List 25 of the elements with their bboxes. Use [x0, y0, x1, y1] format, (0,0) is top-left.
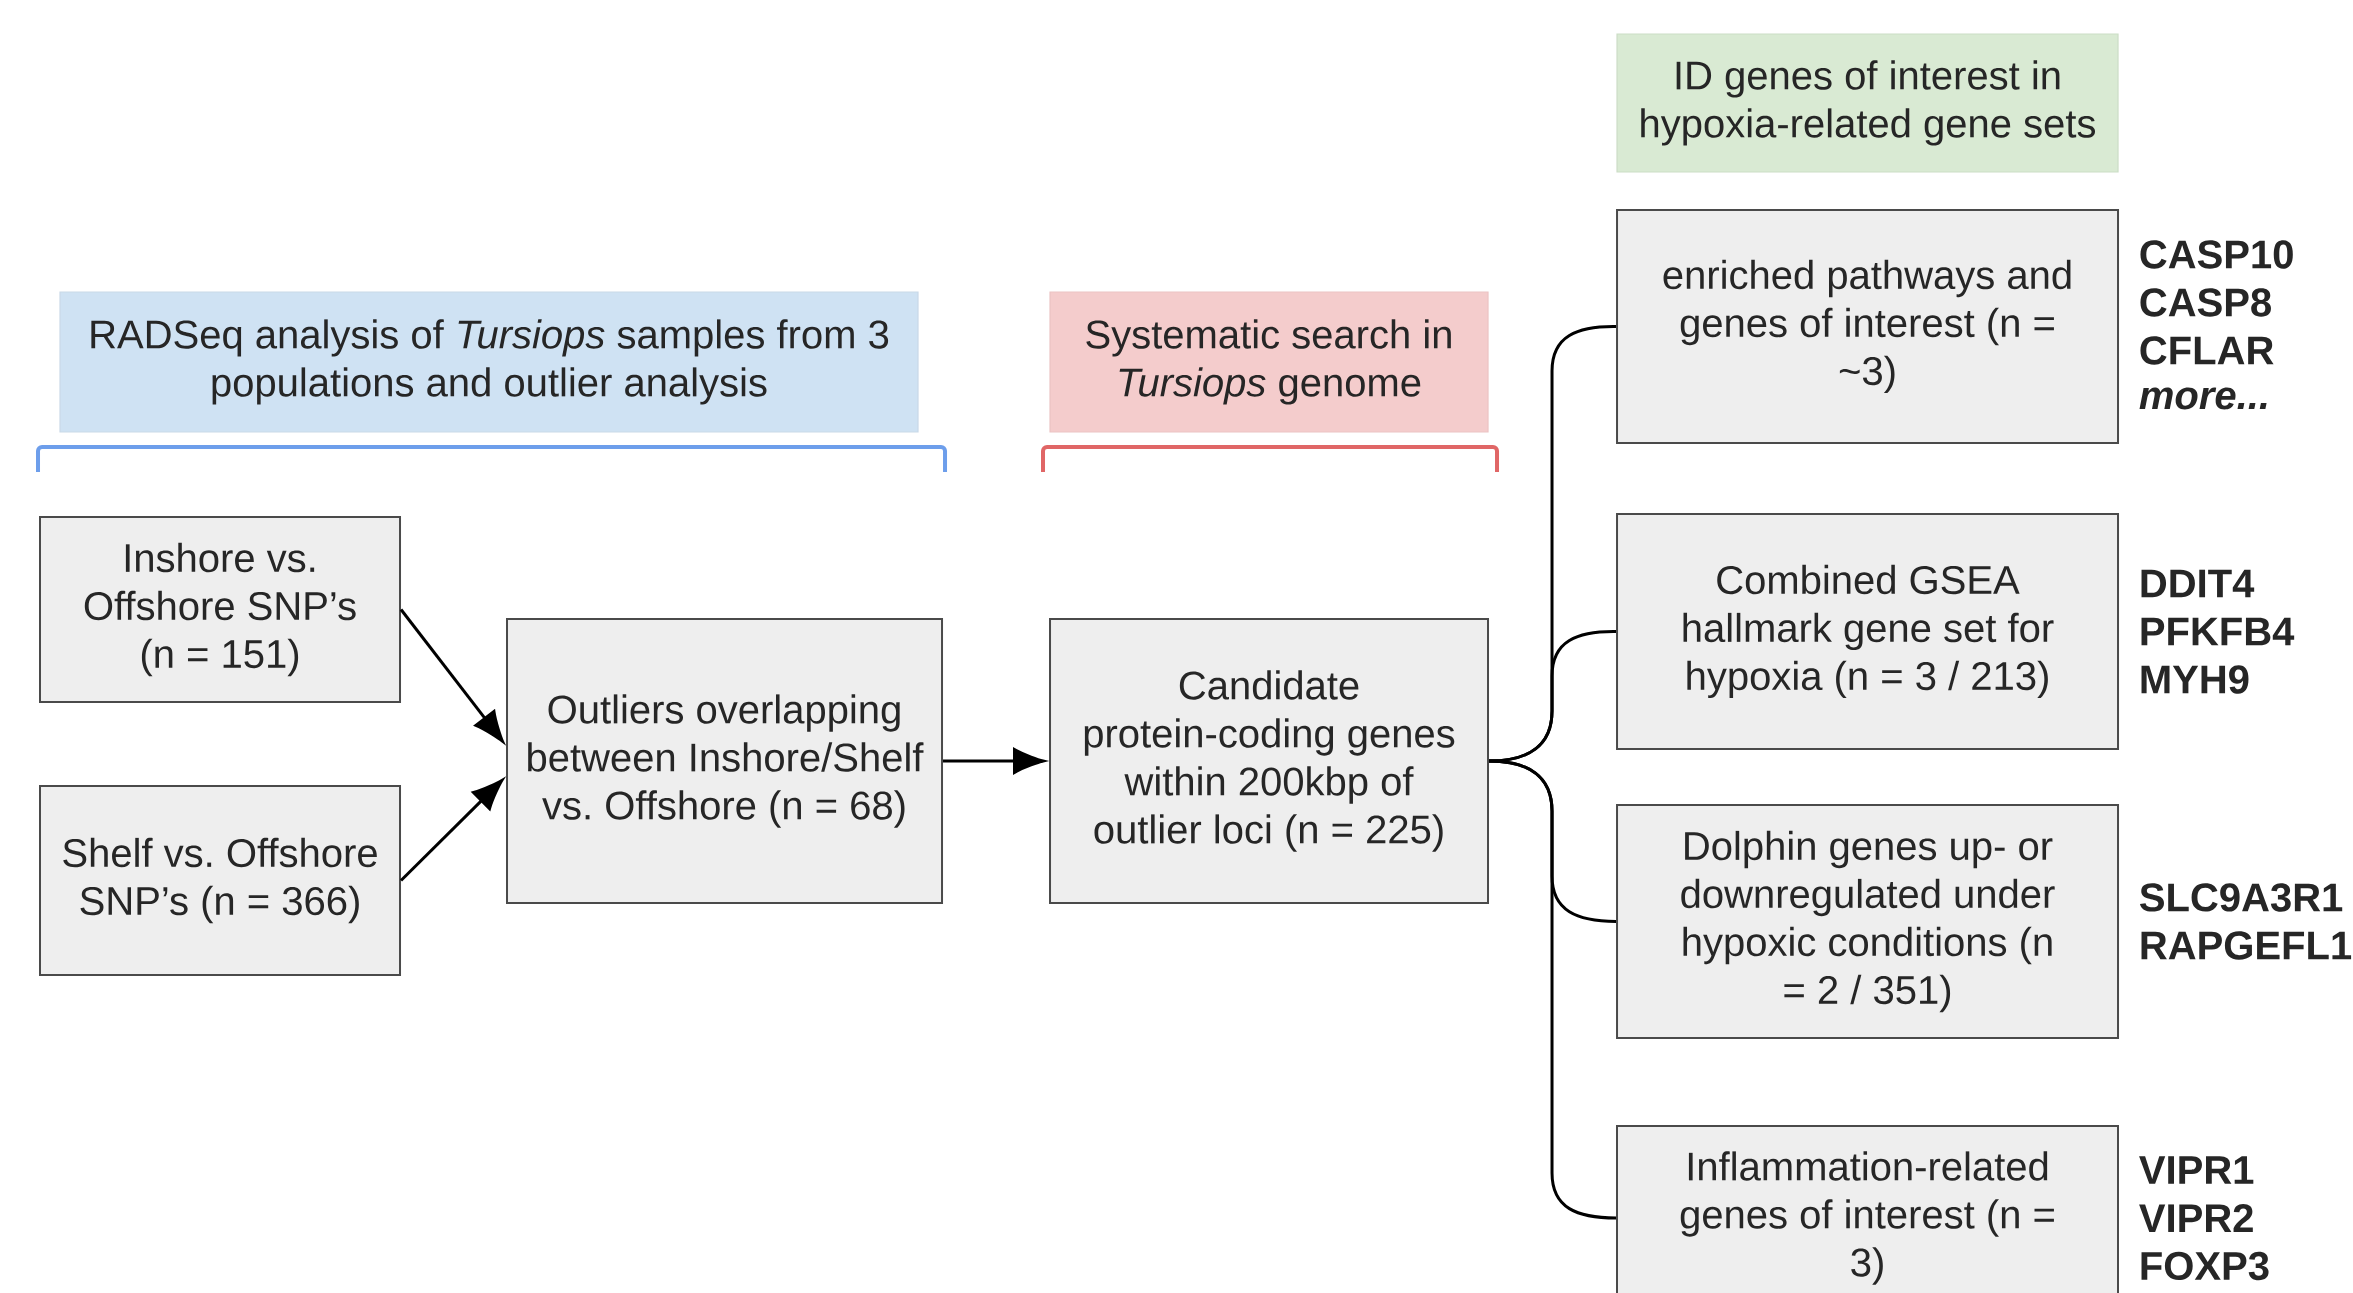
gene-label: CFLAR [2140, 336, 2274, 365]
arrow [399, 608, 504, 743]
gene-label: FOXP3 [2141, 1251, 2269, 1281]
heading-box: Systematic search in Tursiops genome [1049, 291, 1489, 433]
process-box: Outliers overlapping between Inshore/Shelf vs. Offshore (n = 68) [506, 618, 944, 904]
gene-label: PFKFB4 [2141, 617, 2295, 646]
gene-label: DDIT4 [2141, 569, 2255, 598]
process-box: Dolphin genes up- or downregulated under hypoxic conditions (n = 2 / 351) [1616, 804, 2119, 1039]
arrow [399, 779, 504, 882]
gene-label: SLC9A3R1 [2139, 883, 2343, 912]
process-box: Inshore vs. Offshore SNP’s (n = 151) [39, 516, 401, 703]
heading-box: RADSeq analysis of Tursiops samples from 3 populations and outlier analysis [59, 291, 919, 433]
gene-label: CASP10 [2140, 240, 2293, 269]
process-box: Candidate protein-coding genes within 200kbp of outlier loci (n = 225) [1049, 618, 1489, 904]
gene-label: RAPGEFL1 [2141, 931, 2352, 960]
process-box: Inflammation-related genes of interest (n = 3) [1616, 1125, 2119, 1293]
gene-label: MYH9 [2141, 665, 2249, 694]
gene-label: VIPR2 [2139, 1204, 2253, 1232]
process-box: enriched pathways and genes of interest (n = ~3) [1616, 209, 2119, 444]
heading-box: ID genes of interest in hypoxia-related gene sets [1616, 33, 2119, 173]
gene-label: VIPR1 [2139, 1156, 2254, 1184]
gene-label: CASP8 [2140, 288, 2271, 317]
gene-label: more... [2139, 387, 2267, 410]
process-box: Combined GSEA hallmark gene set for hypoxia (n = 3 / 213) [1616, 513, 2119, 750]
process-box: Shelf vs. Offshore SNP’s (n = 366) [39, 785, 401, 976]
